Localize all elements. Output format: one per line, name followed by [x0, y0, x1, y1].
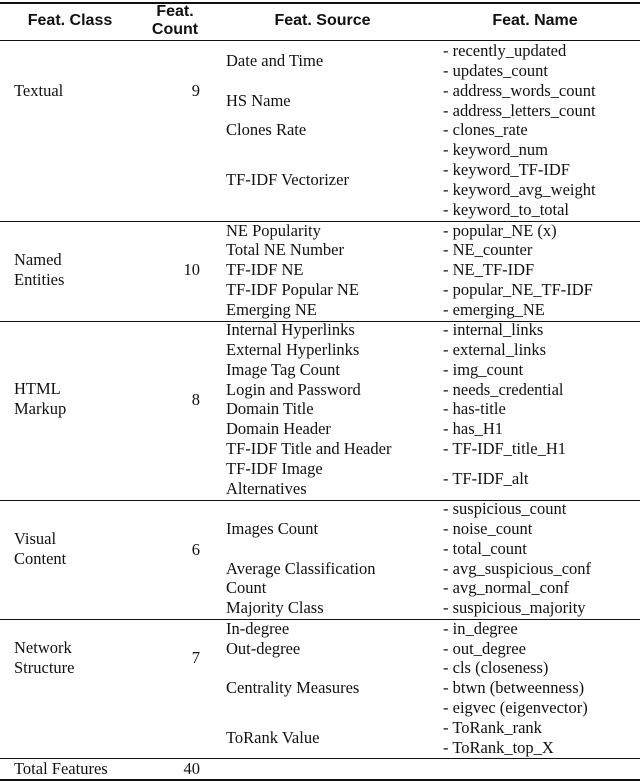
feat-name: - clones_rate: [443, 120, 528, 139]
feat-name: - external_links: [443, 340, 547, 359]
feat-class-label: Named: [14, 250, 62, 269]
feat-name: - in_degree: [443, 619, 518, 638]
feat-name: - ToRank_rank: [443, 718, 542, 737]
feat-source: TF-IDF Title and Header: [226, 439, 392, 458]
feat-class-label: Textual: [14, 81, 64, 100]
feat-name: - keyword_num: [443, 140, 548, 159]
feat-name: - eigvec (eigenvector): [443, 698, 588, 717]
feat-source: Image Tag Count: [226, 360, 341, 379]
feat-source: In-degree: [226, 619, 290, 638]
feat-source: Out-degree: [226, 639, 301, 658]
feat-name: - btwn (betweenness): [443, 678, 585, 697]
feat-name: - avg_normal_conf: [443, 578, 569, 597]
feat-class-label: Network: [14, 638, 72, 657]
feat-name: - ToRank_top_X: [443, 738, 554, 757]
feat-source: NE Popularity: [226, 221, 321, 240]
feat-name: - total_count: [443, 539, 527, 558]
feat-name: - cls (closeness): [443, 658, 549, 677]
feat-source: Internal Hyperlinks: [226, 320, 355, 339]
header-feat-count: Feat. Count: [140, 3, 210, 39]
feat-count: 10: [183, 260, 201, 279]
group-rule: [0, 221, 640, 222]
feat-source: Date and Time: [226, 51, 324, 70]
feat-source: Alternatives: [226, 479, 307, 498]
feat-class-label: Markup: [14, 399, 67, 418]
header-feat-source: Feat. Source: [274, 12, 371, 29]
header-count-line1: Feat.: [156, 3, 194, 20]
feat-source: TF-IDF NE: [226, 260, 304, 279]
feat-source: Domain Title: [226, 399, 314, 418]
feat-name: - img_count: [443, 360, 524, 379]
feat-name: - recently_updated: [443, 41, 567, 60]
feat-name: - TF-IDF_alt: [443, 469, 529, 488]
feat-count: 8: [191, 390, 200, 409]
feat-source: HS Name: [226, 91, 291, 110]
feat-source: Majority Class: [226, 598, 324, 617]
group-rule: [0, 321, 640, 322]
feat-source: Emerging NE: [226, 300, 317, 319]
feat-name: - address_letters_count: [443, 101, 596, 120]
group-rule: [0, 619, 640, 620]
feat-count: 7: [191, 648, 200, 667]
top-rule: [0, 2, 640, 4]
feat-name: - has_H1: [443, 419, 504, 438]
feat-source: Average Classification: [226, 559, 376, 578]
feat-source: Count: [226, 578, 267, 597]
feat-name: - NE_TF-IDF: [443, 260, 535, 279]
total-features-label: Total Features: [14, 759, 108, 778]
header-count-line2: Count: [151, 21, 199, 38]
feat-name: - internal_links: [443, 320, 544, 339]
feat-source: TF-IDF Popular NE: [226, 280, 359, 299]
feat-class-label: HTML: [14, 379, 61, 398]
header-feat-name: Feat. Name: [492, 12, 578, 29]
feat-source: Images Count: [226, 519, 319, 538]
feat-source: Centrality Measures: [226, 678, 360, 697]
feat-class-label: Visual: [14, 529, 57, 548]
total-features-count: 40: [183, 759, 201, 778]
feat-class-label: Structure: [14, 658, 75, 677]
feat-class-label: Entities: [14, 270, 65, 289]
feat-class-label: Content: [14, 549, 67, 568]
total-rule: [0, 758, 640, 759]
feat-source: TF-IDF Image: [226, 459, 323, 478]
feat-name: - avg_suspicious_conf: [443, 559, 592, 578]
feat-source: External Hyperlinks: [226, 340, 360, 359]
feat-name: - has-title: [443, 399, 506, 418]
feat-name: - suspicious_count: [443, 499, 567, 518]
feat-name: - popular_NE_TF-IDF: [443, 280, 593, 299]
feat-name: - updates_count: [443, 61, 548, 80]
header-feat-class: Feat. Class: [27, 12, 113, 29]
feat-name: - NE_counter: [443, 240, 533, 259]
feat-name: - noise_count: [443, 519, 533, 538]
feat-source: Clones Rate: [226, 120, 307, 139]
feat-name: - keyword_to_total: [443, 200, 570, 219]
feat-source: TF-IDF Vectorizer: [226, 170, 349, 189]
feat-name: - keyword_avg_weight: [443, 180, 596, 199]
feat-name: - keyword_TF-IDF: [443, 160, 570, 179]
feat-count: 6: [191, 540, 200, 559]
feat-name: - suspicious_majority: [443, 598, 586, 617]
feat-source: Login and Password: [226, 380, 361, 399]
feat-name: - popular_NE (x): [443, 221, 557, 240]
feat-name: - TF-IDF_title_H1: [443, 439, 566, 458]
feat-name: - address_words_count: [443, 81, 596, 100]
group-rule: [0, 500, 640, 501]
feat-name: - emerging_NE: [443, 300, 545, 319]
feat-name: - out_degree: [443, 639, 526, 658]
feat-source: ToRank Value: [226, 728, 320, 747]
feat-name: - needs_credential: [443, 380, 564, 399]
bottom-rule: [0, 779, 640, 781]
feat-source: Total NE Number: [226, 240, 344, 259]
feat-source: Domain Header: [226, 419, 331, 438]
header-rule: [0, 40, 640, 41]
feat-count: 9: [191, 81, 200, 100]
